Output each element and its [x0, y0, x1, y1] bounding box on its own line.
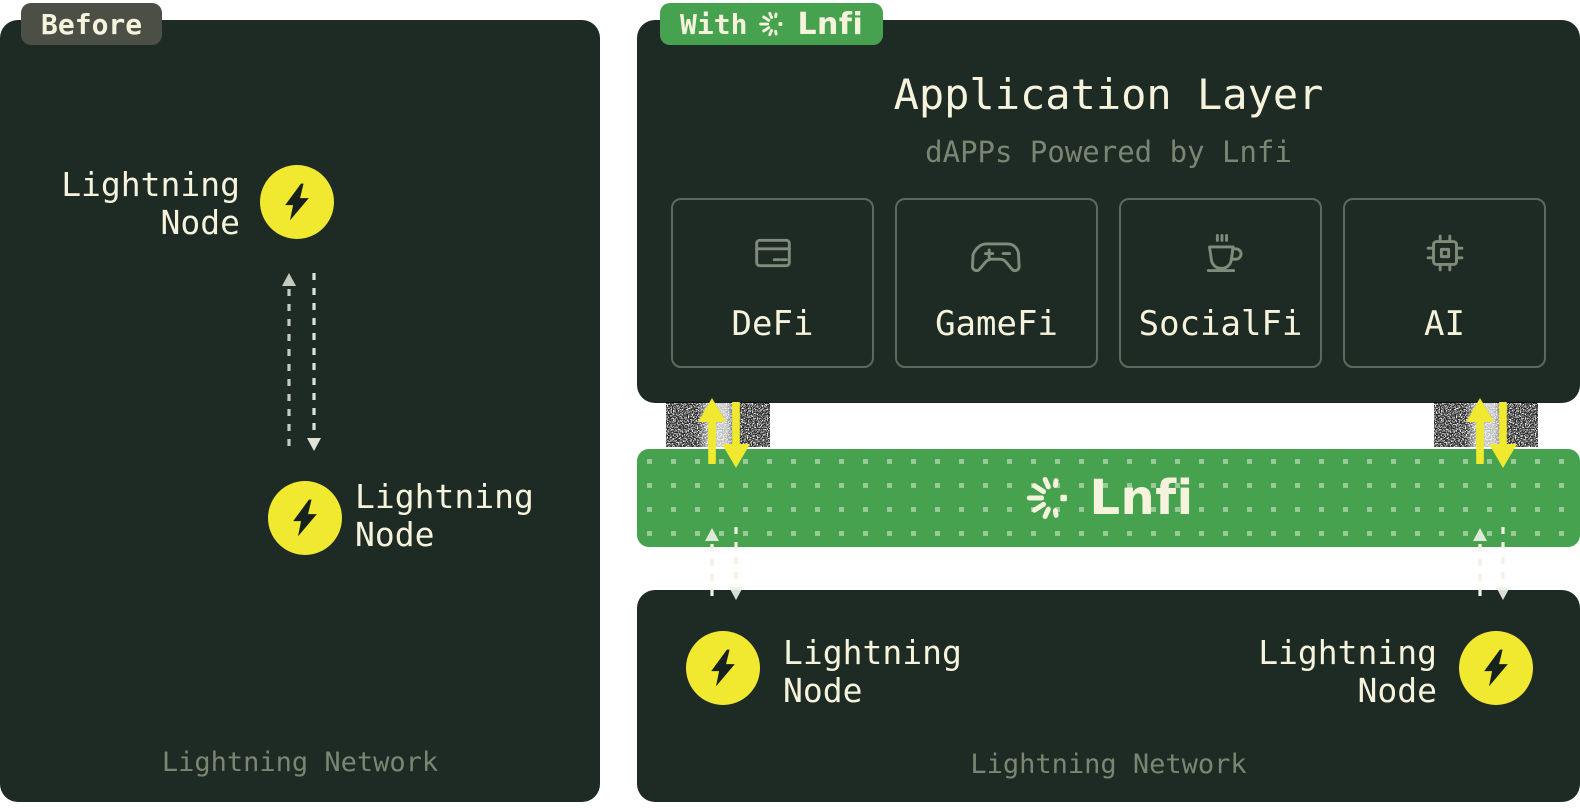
lightning-node-label: Lightning Node [783, 634, 962, 710]
coffee-cup-icon [1192, 224, 1250, 282]
application-layer-panel: Application Layer dAPPs Powered by Lnfi … [637, 20, 1580, 403]
card-label: AI [1424, 304, 1465, 344]
with-lnfi-badge: With Lnfi [660, 3, 884, 45]
card-gamefi: GameFi [895, 198, 1098, 368]
lightning-bolt-icon [276, 181, 318, 223]
credit-card-icon [744, 224, 802, 282]
dapp-cards-row: DeFi GameFi [637, 198, 1580, 368]
channel-arrow-down [1496, 527, 1510, 600]
card-label: SocialFi [1138, 304, 1303, 344]
lightning-node [1459, 631, 1533, 705]
node-label-line: Lightning [783, 633, 962, 672]
lightning-network-panel: Lightning Node Lightning Node Lightning … [637, 590, 1580, 802]
lnfi-layer-bar: Lnfi [637, 449, 1580, 547]
lnfi-burst-icon [757, 9, 787, 39]
application-layer-title: Application Layer [893, 70, 1324, 119]
lnfi-brand: Lnfi [1023, 470, 1193, 526]
lightning-bolt-icon [284, 497, 326, 539]
flow-arrow-up [1466, 398, 1494, 464]
card-socialfi: SocialFi [1119, 198, 1322, 368]
node-label-line: Node [1357, 671, 1437, 710]
flow-arrow-down [1489, 402, 1517, 468]
lightning-node [268, 481, 342, 555]
card-label: GameFi [935, 304, 1058, 344]
channel-arrow-up [282, 273, 296, 451]
before-badge-label: Before [41, 7, 143, 41]
lnfi-wordmark: Lnfi [1089, 470, 1194, 526]
card-defi: DeFi [671, 198, 874, 368]
node-label-line: Node [355, 515, 435, 554]
before-panel: Lightning Node Lightning Node Lightning … [0, 20, 600, 802]
lightning-node [686, 631, 760, 705]
flow-arrow-down [722, 402, 750, 468]
gamepad-icon [968, 224, 1026, 282]
card-ai: AI [1343, 198, 1546, 368]
lightning-node [260, 165, 334, 239]
cpu-chip-icon [1416, 224, 1474, 282]
channel-arrow-down [307, 273, 321, 451]
lightning-bolt-icon [702, 647, 744, 689]
lnfi-wordmark: Lnfi [797, 6, 864, 42]
channel-arrow-down [729, 527, 743, 600]
lightning-node-label: Lightning Node [355, 478, 534, 554]
lightning-node-label: Lightning Node [61, 166, 240, 242]
node-label-line: Node [783, 671, 863, 710]
before-badge: Before [21, 3, 163, 45]
node-label-line: Lightning [355, 477, 534, 516]
flow-arrow-up [698, 398, 726, 464]
lightning-network-label: Lightning Network [161, 747, 439, 778]
application-layer-subtitle: dAPPs Powered by Lnfi [925, 135, 1292, 169]
lnfi-burst-icon [1023, 472, 1075, 524]
dot-pattern [637, 449, 1580, 547]
lightning-network-label: Lightning Network [970, 749, 1247, 780]
node-label-line: Lightning [1258, 633, 1437, 672]
lightning-node-label: Lightning Node [1258, 634, 1437, 710]
node-label-line: Node [160, 203, 240, 242]
with-label: With [680, 7, 748, 41]
node-label-line: Lightning [61, 165, 240, 204]
lightning-bolt-icon [1475, 647, 1517, 689]
channel-arrow-up [705, 528, 719, 601]
channel-arrow-up [1473, 528, 1487, 601]
card-label: DeFi [731, 304, 814, 344]
